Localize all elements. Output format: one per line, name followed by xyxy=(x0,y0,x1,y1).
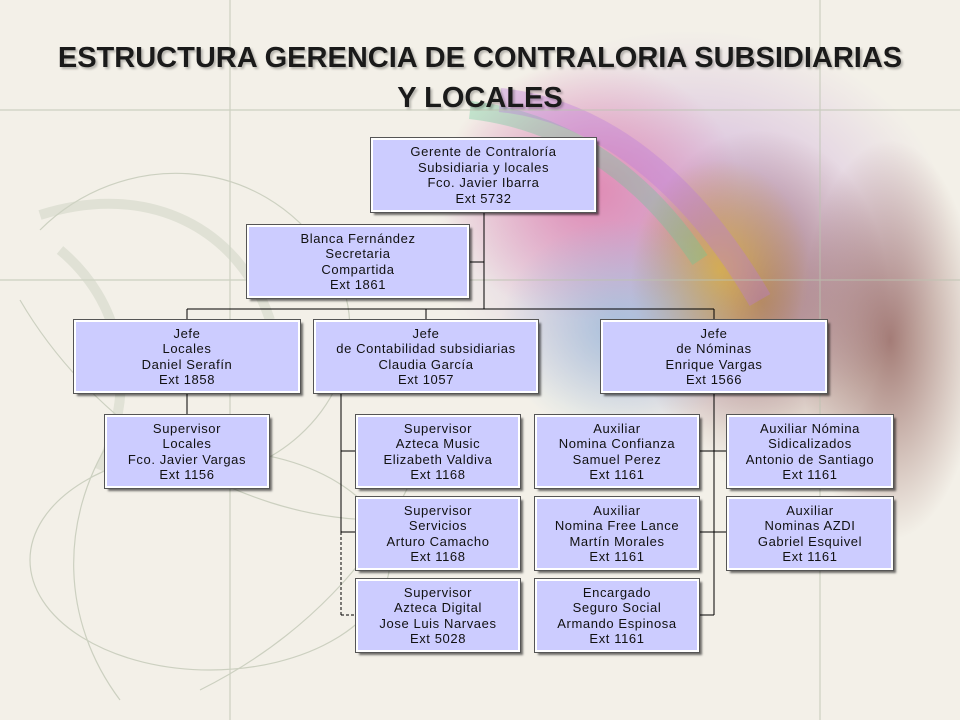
node-enc-seguro-social: Encargado Seguro Social Armando Espinosa… xyxy=(534,578,700,653)
node-sup-azteca-digital: Supervisor Azteca Digital Jose Luis Narv… xyxy=(355,578,521,653)
title-line-2: Y LOCALES xyxy=(397,82,563,114)
node-jefe-nominas-line-1: Jefe xyxy=(700,325,728,341)
node-aux-free-lance-line-1: Auxiliar xyxy=(593,502,641,518)
node-sup-azteca-digital-line-1: Supervisor xyxy=(403,584,473,600)
node-jefe-contabilidad-line-1: Jefe xyxy=(412,325,440,341)
node-gerente: Gerente de Contraloría Subsidiaria y loc… xyxy=(370,137,597,213)
node-jefe-nominas-line-4: Ext 1566 xyxy=(685,372,743,387)
node-aux-confianza-line-3: Samuel Perez xyxy=(572,451,662,467)
node-aux-confianza: Auxiliar Nomina Confianza Samuel Perez E… xyxy=(534,414,700,489)
node-sup-azteca-music-line-1: Supervisor xyxy=(403,420,473,436)
node-aux-azdi-line-2: Nominas AZDI xyxy=(764,518,856,533)
node-secretaria-line-3: Compartida xyxy=(321,261,395,277)
node-enc-seguro-social-line-3: Armando Espinosa xyxy=(557,615,677,631)
node-aux-free-lance-line-4: Ext 1161 xyxy=(589,549,645,564)
node-aux-azdi-line-1: Auxiliar xyxy=(786,502,834,518)
node-sup-servicios-line-4: Ext 1168 xyxy=(410,549,466,564)
node-jefe-locales-line-1: Jefe xyxy=(173,325,201,341)
node-sup-azteca-music-line-2: Azteca Music xyxy=(395,436,481,451)
node-secretaria-line-4: Ext 1861 xyxy=(329,277,387,292)
node-enc-seguro-social-line-1: Encargado xyxy=(582,584,652,600)
node-aux-confianza-line-4: Ext 1161 xyxy=(589,467,645,482)
node-aux-sindicalizados: Auxiliar Nómina Sidicalizados Antonio de… xyxy=(726,414,894,489)
node-jefe-contabilidad: Jefe de Contabilidad subsidiarias Claudi… xyxy=(313,319,539,394)
node-gerente-line-1: Gerente de Contraloría xyxy=(410,144,557,159)
page-title: ESTRUCTURA GERENCIA DE CONTRALORIA SUBSI… xyxy=(0,38,960,118)
node-sup-locales-line-4: Ext 1156 xyxy=(159,467,215,482)
node-aux-azdi-line-4: Ext 1161 xyxy=(782,549,838,564)
node-secretaria: Blanca Fernández Secretaria Compartida E… xyxy=(246,224,470,299)
node-sup-azteca-digital-line-2: Azteca Digital xyxy=(394,600,482,615)
node-aux-confianza-line-2: Nomina Confianza xyxy=(558,436,676,451)
node-aux-azdi-line-3: Gabriel Esquivel xyxy=(757,533,863,549)
node-aux-free-lance: Auxiliar Nomina Free Lance Martín Morale… xyxy=(534,496,700,571)
node-sup-locales-line-2: Locales xyxy=(162,436,212,451)
node-aux-sindicalizados-line-2: Sidicalizados xyxy=(768,436,852,451)
node-sup-azteca-music: Supervisor Azteca Music Elizabeth Valdiv… xyxy=(355,414,521,489)
node-jefe-nominas-line-3: Enrique Vargas xyxy=(665,356,763,372)
node-aux-free-lance-line-2: Nomina Free Lance xyxy=(554,518,680,533)
node-sup-locales-line-3: Fco. Javier Vargas xyxy=(127,451,247,467)
node-jefe-contabilidad-line-3: Claudia García xyxy=(378,356,474,372)
node-gerente-line-4: Ext 5732 xyxy=(455,190,512,206)
node-secretaria-line-2: Secretaria xyxy=(325,246,391,261)
node-jefe-locales-line-4: Ext 1858 xyxy=(158,372,216,387)
node-sup-servicios: Supervisor Servicios Arturo Camacho Ext … xyxy=(355,496,521,571)
node-sup-servicios-line-3: Arturo Camacho xyxy=(386,533,490,549)
node-sup-azteca-digital-line-4: Ext 5028 xyxy=(409,631,467,646)
node-gerente-line-2: Subsidiaria y locales xyxy=(417,159,550,175)
node-aux-sindicalizados-line-1: Auxiliar Nómina xyxy=(759,420,861,436)
node-enc-seguro-social-line-4: Ext 1161 xyxy=(589,631,645,646)
node-aux-sindicalizados-line-4: Ext 1161 xyxy=(782,467,838,482)
node-jefe-locales-line-2: Locales xyxy=(162,341,212,356)
node-jefe-locales: Jefe Locales Daniel Serafín Ext 1858 xyxy=(73,319,301,394)
node-jefe-contabilidad-line-4: Ext 1057 xyxy=(397,372,455,387)
node-sup-azteca-digital-line-3: Jose Luis Narvaes xyxy=(379,615,497,631)
title-line-1: ESTRUCTURA GERENCIA DE CONTRALORIA SUBSI… xyxy=(57,42,903,74)
node-sup-locales: Supervisor Locales Fco. Javier Vargas Ex… xyxy=(104,414,270,489)
node-jefe-nominas-line-2: de Nóminas xyxy=(676,341,752,356)
node-jefe-nominas: Jefe de Nóminas Enrique Vargas Ext 1566 xyxy=(600,319,828,394)
node-jefe-contabilidad-line-2: de Contabilidad subsidiarias xyxy=(336,341,516,356)
node-sup-azteca-music-line-4: Ext 1168 xyxy=(410,467,466,482)
node-enc-seguro-social-line-2: Seguro Social xyxy=(572,600,662,615)
node-jefe-locales-line-3: Daniel Serafín xyxy=(141,356,233,372)
node-aux-confianza-line-1: Auxiliar xyxy=(593,420,641,436)
node-gerente-line-3: Fco. Javier Ibarra xyxy=(427,175,540,190)
node-secretaria-line-1: Blanca Fernández xyxy=(300,230,416,246)
node-sup-locales-line-1: Supervisor xyxy=(152,420,222,436)
node-sup-azteca-music-line-3: Elizabeth Valdiva xyxy=(383,451,493,467)
node-sup-servicios-line-1: Supervisor xyxy=(403,502,473,518)
node-aux-azdi: Auxiliar Nominas AZDI Gabriel Esquivel E… xyxy=(726,496,894,571)
node-aux-free-lance-line-3: Martín Morales xyxy=(569,533,665,549)
node-aux-sindicalizados-line-3: Antonio de Santiago xyxy=(745,451,875,467)
node-sup-servicios-line-2: Servicios xyxy=(408,518,468,533)
